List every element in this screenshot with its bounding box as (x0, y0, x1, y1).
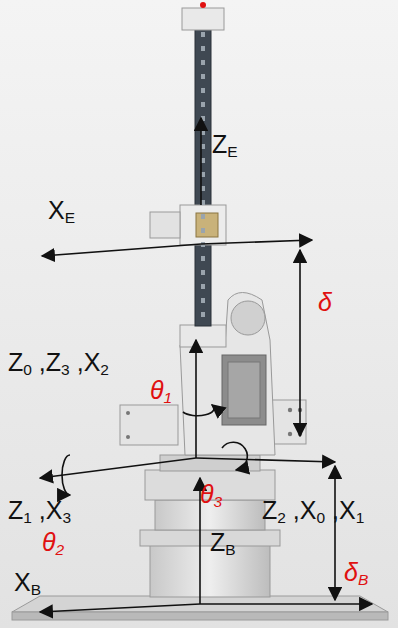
axis-label: Z1 ,X3 (8, 498, 71, 525)
rail-hole (201, 46, 205, 51)
pedestal (140, 455, 280, 597)
distance-label: δ (318, 290, 332, 315)
joint-angle-label: θ1 (150, 378, 172, 405)
axis-label: XE (48, 198, 75, 225)
rail-hole (201, 74, 205, 79)
distance-label: δB (344, 560, 368, 587)
frame-axes (40, 118, 372, 612)
rail-hole (201, 284, 205, 289)
rail-hole (201, 214, 205, 219)
axis-label: Z0 ,Z3 ,X2 (8, 350, 109, 377)
axis-label: Z2 ,X0 ,X1 (262, 498, 364, 525)
rail-hole (201, 270, 205, 275)
linear-rail (150, 2, 226, 347)
rail-hole (201, 298, 205, 303)
axis-label: XB (14, 570, 41, 597)
rail-hole (201, 228, 205, 233)
rail-holes (201, 32, 205, 317)
axis-label: ZB (210, 530, 236, 557)
yoke (180, 293, 275, 456)
rail-hole (201, 102, 205, 107)
rail-hole (201, 32, 205, 37)
rail-hole (201, 312, 205, 317)
joint-angle-label: θ3 (200, 482, 222, 509)
rail-hole (201, 88, 205, 93)
rail-hole (201, 256, 205, 261)
axis-label: ZE (212, 132, 238, 159)
joint-angle-label: θ2 (42, 530, 64, 557)
rail-hole (201, 60, 205, 65)
